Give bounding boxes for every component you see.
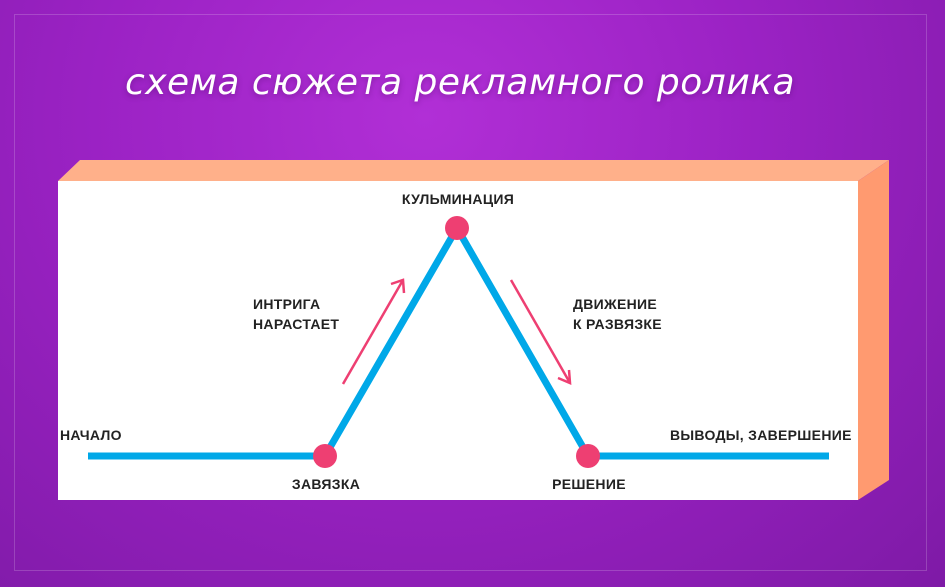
label-setup: ЗАВЯЗКА [291,476,361,492]
label-end: ВЫВОДЫ, ЗАВЕРШЕНИЕ [670,427,852,443]
falling-arrow [509,279,572,384]
label-start: НАЧАЛО [60,427,122,443]
rising-arrow [341,279,405,385]
board-side-face [858,160,889,500]
falling-arrow-head [557,369,572,385]
node-resolution [576,444,600,468]
label-falling-line1: ДВИЖЕНИЕ [573,296,658,312]
board-top-face [58,160,889,181]
node-climax [445,216,469,240]
rising-arrow-head [390,278,406,294]
label-rising-line1: ИНТРИГА [253,296,321,312]
node-setup [313,444,337,468]
diagram-title: схема сюжета рекламного ролика [124,62,796,103]
label-climax: КУЛЬМИНАЦИЯ [401,191,515,207]
label-resolution: РЕШЕНИЕ [552,476,626,492]
label-rising-line2: НАРАСТАЕТ [253,316,340,332]
label-falling-line2: К РАЗВЯЗКЕ [573,316,662,332]
